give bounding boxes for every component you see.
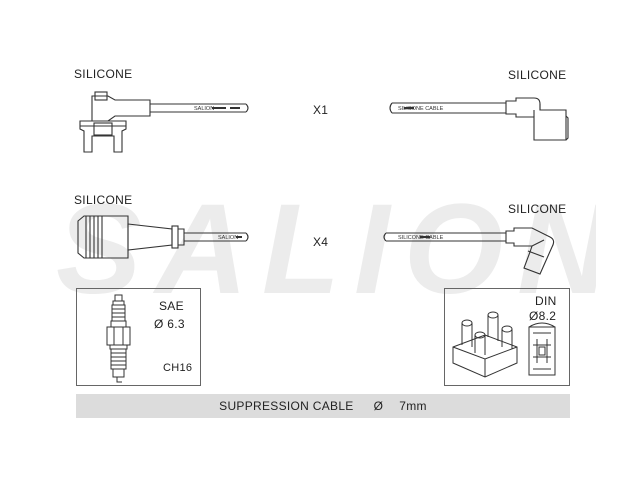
spark-plug-box: SAE Ø 6.3 CH16	[76, 288, 201, 386]
row2-left-boot-icon	[77, 215, 185, 259]
spark-plug-icon	[106, 294, 131, 383]
row2-right-cable	[383, 232, 506, 242]
row2-quantity: X4	[313, 235, 329, 249]
plug-diameter: Ø 6.3	[154, 317, 185, 331]
row1-right-label: SILICONE	[508, 68, 567, 82]
coil-box: DIN Ø8.2	[444, 288, 570, 386]
row2-left-label: SILICONE	[74, 193, 133, 207]
suppression-cable-bar: SUPPRESSION CABLE Ø 7mm	[76, 394, 570, 418]
row2-left-cable-print: SALION	[218, 235, 238, 241]
cable-size: 7mm	[399, 399, 427, 413]
diameter-symbol: Ø	[373, 399, 384, 413]
row1-right-cable	[389, 102, 506, 114]
coil-standard: DIN	[535, 294, 557, 308]
row1-right-cable-print: SILICONE CABLE	[398, 106, 444, 112]
coil-diameter: Ø8.2	[529, 309, 557, 323]
row1-left-label: SILICONE	[74, 67, 133, 81]
plug-code: CH16	[163, 362, 193, 374]
row1-left-cable	[150, 103, 249, 113]
suppression-cable-label: SUPPRESSION CABLE	[219, 399, 354, 413]
row1-right-boot-icon	[505, 97, 569, 141]
row1-left-cable-print: SALION	[194, 106, 214, 112]
ignition-coil-icon	[452, 311, 556, 378]
row1-quantity: X1	[313, 103, 329, 117]
row2-right-boot-icon	[505, 227, 555, 275]
row2-right-label: SILICONE	[508, 202, 567, 216]
row1-left-boot-icon	[79, 91, 151, 153]
row2-left-cable	[184, 232, 249, 242]
plug-standard: SAE	[159, 299, 184, 313]
